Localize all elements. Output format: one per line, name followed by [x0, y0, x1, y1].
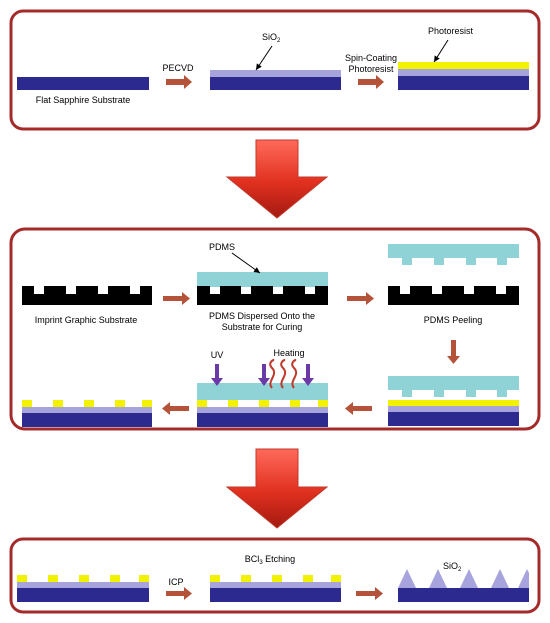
step-arrow-left-to-result — [162, 402, 189, 415]
spin-coating-label-1: Spin-Coating — [345, 53, 397, 63]
pdms-mold-curing — [197, 383, 328, 400]
spin-coating-arrow — [358, 75, 384, 89]
sapphire-substrate — [22, 413, 152, 427]
panel-3-frame — [9, 537, 541, 614]
step-arrow-right-to-curing — [345, 402, 372, 415]
sapphire-substrate — [210, 588, 341, 602]
sio2-cone-label: SiO2 — [443, 561, 462, 573]
heating-label: Heating — [273, 348, 304, 358]
big-down-arrow-1 — [225, 139, 329, 219]
photoresist-layer — [398, 62, 529, 69]
step-arrow-peeling-down — [447, 340, 460, 364]
photoresist-pattern — [210, 575, 341, 582]
sio2-layer — [388, 406, 519, 412]
sio2-layer — [17, 582, 149, 588]
photoresist-pattern — [17, 575, 149, 582]
photoresist-pattern — [197, 400, 328, 407]
panel-2-frame — [9, 227, 541, 431]
big-down-arrow-2 — [225, 448, 329, 529]
sapphire-substrate — [388, 412, 519, 426]
pdms-peeling-label: PDMS Peeling — [424, 315, 483, 325]
icp-arrow — [166, 587, 192, 600]
bcl3-etching-label: BCl3 Etching — [245, 554, 295, 566]
imprint-graphic-substrate — [22, 286, 152, 305]
sapphire-substrate — [197, 413, 328, 427]
sapphire-substrate — [210, 77, 341, 90]
photoresist-layer — [388, 400, 519, 406]
sio2-layer — [398, 69, 529, 76]
pdms-dispersed-label-2: Substrate for Curing — [222, 322, 303, 332]
uv-label: UV — [211, 350, 224, 360]
uv-arrow-icon — [302, 364, 314, 386]
imprint-graphic-substrate — [197, 286, 328, 305]
pecvd-arrow — [166, 75, 192, 89]
sapphire-substrate — [398, 76, 529, 90]
step-arrow-imprint-to-dispersed — [163, 292, 190, 305]
photoresist-callout-arrow — [433, 39, 449, 63]
sio2-cone-array — [398, 569, 529, 588]
step-arrow-dispersed-to-peeling — [347, 292, 374, 305]
pdms-dispersed-label-1: PDMS Dispersed Onto the — [209, 311, 315, 321]
flat-sapphire-substrate — [17, 77, 149, 90]
step-arrow-to-final — [356, 587, 383, 600]
panel-1-frame — [9, 9, 541, 131]
sio2-callout-arrow — [255, 45, 273, 71]
sio2-layer — [22, 407, 152, 413]
sio2-callout-label: SiO2 — [262, 32, 281, 44]
flat-sapphire-substrate-label: Flat Sapphire Substrate — [36, 95, 131, 105]
uv-arrow-icon — [258, 364, 270, 386]
heating-wave-icon — [269, 358, 298, 389]
pdms-layer — [197, 272, 328, 287]
sio2-layer — [210, 582, 341, 588]
spin-coating-label-2: Photoresist — [348, 64, 394, 74]
pecvd-step-label: PECVD — [162, 63, 194, 73]
sio2-layer — [197, 407, 328, 413]
sapphire-substrate — [17, 588, 149, 602]
sapphire-substrate — [398, 588, 529, 602]
pdms-mold-peeled — [388, 244, 519, 265]
pdms-mold-on-photoresist — [388, 376, 519, 397]
photoresist-callout-label: Photoresist — [428, 26, 474, 36]
sio2-layer — [210, 70, 341, 77]
uv-arrow-icon — [211, 364, 223, 386]
imprint-graphic-substrate — [388, 286, 519, 305]
imprint-substrate-label: Imprint Graphic Substrate — [35, 315, 138, 325]
icp-step-label: ICP — [168, 577, 183, 587]
pdms-callout-arrow — [231, 252, 261, 274]
pdms-callout-label: PDMS — [209, 242, 235, 252]
photoresist-pattern — [22, 400, 152, 407]
